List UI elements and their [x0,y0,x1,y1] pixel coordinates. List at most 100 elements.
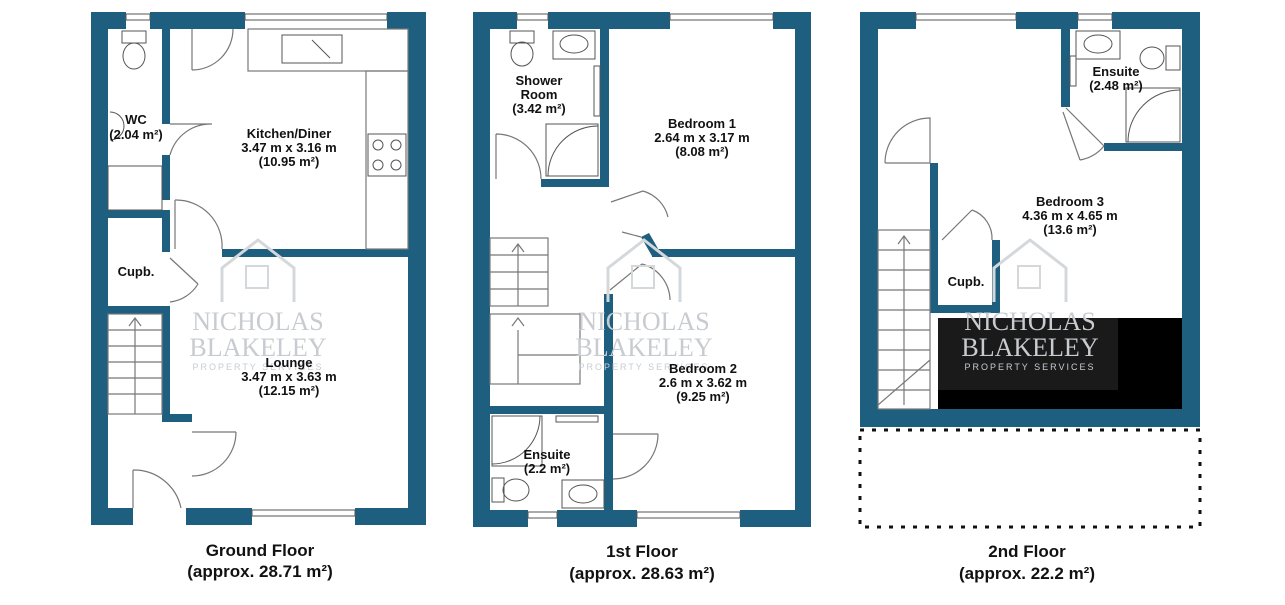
second-stair-arrowhead [897,235,911,245]
first-stair-arrowhead-upper [511,243,525,253]
ensuite2-toilet-icon [1139,46,1165,70]
floor-title-second: 2nd Floor [988,542,1066,561]
ensuite1-cistern-icon [491,477,505,503]
floor-title-first: 1st Floor [606,542,678,561]
room-area-lounge: (12.15 m²) [259,383,320,398]
watermark-line1: NICHOLAS [964,307,1095,336]
hob-ring-3 [372,159,384,171]
first-door-bed2-inner [612,433,659,480]
watermark-window-icon [245,265,269,289]
ground-wall-right [408,12,426,525]
second-door-stair [884,117,931,164]
room-dims-bed1: 2.64 m x 3.17 m [654,130,749,145]
watermark-line2: BLAKELEY [189,333,326,362]
first-stair-lower [489,313,581,385]
watermark-line2: BLAKELEY [575,333,712,362]
kitchen-worktop-right [365,70,409,250]
ground-wall-kitchen-lounge [222,249,408,257]
room-name-bed1: Bedroom 1 [668,116,736,131]
room-area-ensuite1: (2.2 m²) [524,461,570,476]
first-door-bed1 [610,190,669,218]
ensuite1-toilet-icon [502,478,530,502]
ground-door-front [132,469,182,509]
shower-tray-icon [545,123,599,177]
ground-wall-wc-bottom [108,210,170,218]
second-wall-right [1182,12,1200,427]
watermark-window-icon [631,265,655,289]
ground-window-wc [125,13,151,21]
room-area-bed1: (8.08 m²) [675,144,728,159]
watermark-line3: PROPERTY SERVICES [964,362,1095,372]
ground-wall-bottom-a [91,508,133,525]
kitchen-sink-icon [281,34,343,64]
watermark-window-icon [1017,265,1041,289]
watermark-line3: PROPERTY SERVICES [192,362,323,372]
second-wall-ensuite-left [1061,29,1070,107]
room-dims-bed3: 4.36 m x 4.65 m [1022,208,1117,223]
ground-storage-icon [107,165,163,211]
watermark-line1: NICHOLAS [578,307,709,336]
first-staircase [489,237,581,385]
watermark-ground: NICHOLAS BLAKELEY PROPERTY SERVICES [189,238,327,372]
first-floor-plan [473,12,811,527]
room-dims-lounge: 3.47 m x 3.63 m [241,369,336,384]
room-area-kitchen: (10.95 m²) [259,154,320,169]
room-name-bed3: Bedroom 3 [1036,194,1104,209]
room-area-wc: (2.04 m²) [109,127,162,142]
ground-wall-bottom-c [355,508,426,525]
second-floor-void-outline [858,428,1202,529]
room-area-bed2: (9.25 m²) [676,389,729,404]
second-wall-top-b [1016,12,1078,29]
second-wall-cupb-bottom [938,305,992,313]
shower-screen [547,125,599,177]
second-window-ensuite [1077,13,1113,21]
shower-basin-icon [552,30,596,60]
second-wall-top-a [860,12,916,29]
first-window-shower [516,13,549,21]
hob-ring-1 [372,139,384,151]
first-window-ensuite [527,511,558,519]
floor-area-ground: (approx. 28.71 m²) [187,562,333,581]
watermark-first: NICHOLAS BLAKELEY PROPERTY SERVICES [575,238,713,372]
second-wall-ensuite-bottom [1104,143,1182,151]
first-wall-bottom-c [740,510,811,527]
room-name-shower-1: Shower [516,73,563,88]
kitchen-worktop-top [247,28,409,72]
first-wall-left [473,12,490,527]
ground-wall-bottom-b [186,508,252,525]
ground-stair-arrowhead [128,317,142,327]
ground-wall-wc-right-b [162,155,170,200]
shower-towel-rail [593,65,601,117]
first-wall-bed2-left [604,294,613,510]
second-wall-bottom [860,409,1200,427]
room-area-bed3: (13.6 m²) [1043,222,1096,237]
first-wall-bottom-a [473,510,528,527]
shower-basin-bowl [559,34,589,54]
hob-ring-2 [390,139,402,151]
ensuite2-cistern-icon [1165,45,1181,71]
hob-ring-4 [390,159,402,171]
room-name-cupb-second: Cupb. [948,274,985,289]
second-staircase [877,229,931,410]
room-name-lounge: Lounge [266,355,313,370]
shower-toilet-icon [510,41,534,67]
first-wall-shower-bottom [541,179,609,187]
ensuite1-basin-bowl [568,484,598,504]
room-area-ensuite2: (2.48 m²) [1089,78,1142,93]
watermark-line3: PROPERTY SERVICES [578,362,709,372]
ground-staircase [107,313,163,415]
watermark-house-icon [220,238,296,302]
first-wall-top-b [548,12,670,29]
watermark-second: NICHOLAS BLAKELEY PROPERTY SERVICES [961,238,1099,372]
ground-floor-plan [91,12,426,525]
room-name-bed2: Bedroom 2 [669,361,737,376]
kitchen-hob-icon [367,133,407,177]
watermark-line1: NICHOLAS [192,307,323,336]
floor-area-first: (approx. 28.63 m²) [569,564,715,583]
room-name-cupb-ground: Cupb. [118,264,155,279]
ensuite2-shower-screen [1127,89,1181,143]
second-wall-top-c [1112,12,1200,29]
second-stair-outline [877,229,931,410]
ensuite2-basin-bowl [1083,34,1113,54]
